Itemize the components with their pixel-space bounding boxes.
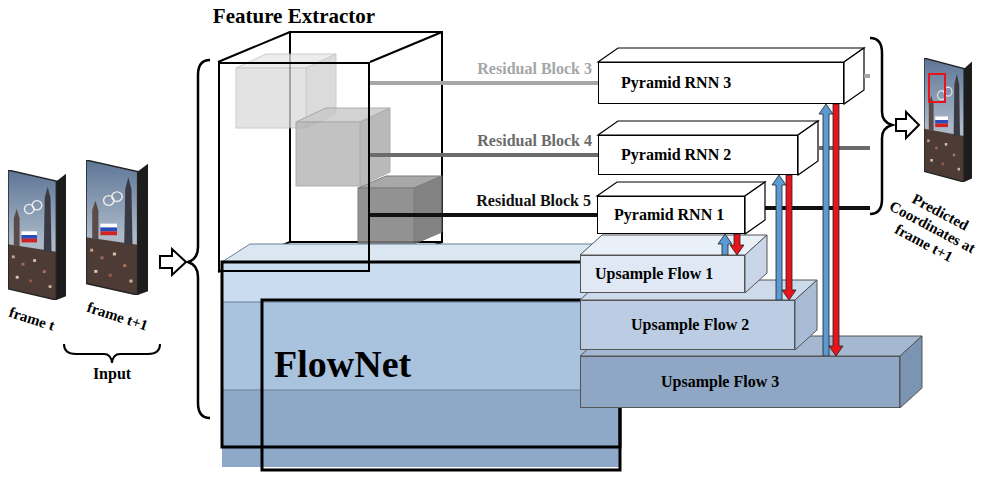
flow-arrow (829, 104, 843, 356)
frame-image (924, 58, 972, 182)
hollow-arrow (160, 249, 186, 275)
box-face (598, 121, 818, 135)
rnn-box: Pyramid RNN 1 (597, 196, 745, 234)
box-face (745, 182, 765, 234)
box-label: Pyramid RNN 1 (614, 206, 724, 224)
cube-edge (370, 32, 442, 62)
feature-line (370, 153, 598, 157)
frame-caption: frame t+1 (85, 299, 150, 335)
box-face (844, 48, 864, 104)
hollow-arrow (896, 112, 919, 138)
flow-arrow (772, 175, 786, 300)
flow-depth (580, 235, 922, 408)
block-face (360, 108, 390, 186)
output-frame: Predicted Coordinates at frame t+1 (924, 58, 972, 182)
slab-face (795, 280, 817, 350)
output-line (864, 74, 870, 78)
flow-box: Upsample Flow 2 (580, 300, 795, 350)
box-face (597, 182, 765, 196)
frame-caption: frame t (7, 304, 57, 335)
box-face (598, 48, 864, 62)
split-brace (188, 60, 210, 418)
feature-cube (218, 32, 442, 272)
box-label: Upsample Flow 2 (631, 316, 749, 334)
component-heading: Feature Extractor (213, 5, 375, 28)
flow-arrow (730, 234, 744, 255)
flownet-box: FlowNet (222, 262, 620, 467)
group-label: Input (93, 365, 131, 383)
box-label: Pyramid RNN 2 (621, 146, 731, 164)
flow-box: Upsample Flow 3 (580, 356, 900, 408)
flow-arrow (819, 104, 833, 356)
edge-label: Residual Block 5 (476, 192, 591, 210)
feature-block (296, 108, 390, 186)
frame-image (8, 170, 66, 300)
slab-layer (222, 302, 620, 390)
slab-face (580, 235, 767, 255)
frame-image (86, 160, 148, 295)
box-label: FlowNet (274, 343, 411, 387)
block-face (236, 68, 306, 128)
rnn-box: Pyramid RNN 2 (598, 135, 798, 175)
slab-layer (222, 390, 620, 467)
slab-outline (222, 262, 620, 447)
slab-face (745, 235, 767, 293)
input-frame: frame t (8, 170, 66, 300)
box-label: Upsample Flow 3 (661, 373, 779, 391)
slab-face (900, 336, 922, 408)
flow-arrow (782, 175, 796, 300)
feature-line (370, 81, 598, 85)
rnn-box: Pyramid RNN 3 (598, 62, 844, 104)
block-face (414, 176, 442, 244)
input-brace (64, 344, 160, 363)
merge-brace (870, 38, 892, 214)
slab-line (222, 390, 620, 391)
slab-line (222, 302, 620, 303)
feature-extractor: Feature Extractor (218, 62, 370, 272)
feature-block (358, 176, 442, 244)
flow-box: Upsample Flow 1 (580, 255, 745, 293)
edge-label: Residual Block 4 (477, 132, 592, 150)
feature-line (370, 213, 597, 217)
slab-layer (222, 262, 620, 302)
box-label: Pyramid RNN 3 (621, 74, 731, 92)
bounding-box (929, 74, 945, 102)
block-face (296, 122, 360, 186)
slab-outline (262, 300, 620, 470)
edge-label: Residual Block 3 (477, 60, 592, 78)
box-face (798, 121, 818, 175)
frame-caption: Predicted Coordinates at frame t+1 (877, 182, 986, 273)
flow-arrow (718, 234, 732, 255)
box-label: Upsample Flow 1 (595, 265, 713, 283)
input-frame: frame t+1 (86, 160, 148, 295)
